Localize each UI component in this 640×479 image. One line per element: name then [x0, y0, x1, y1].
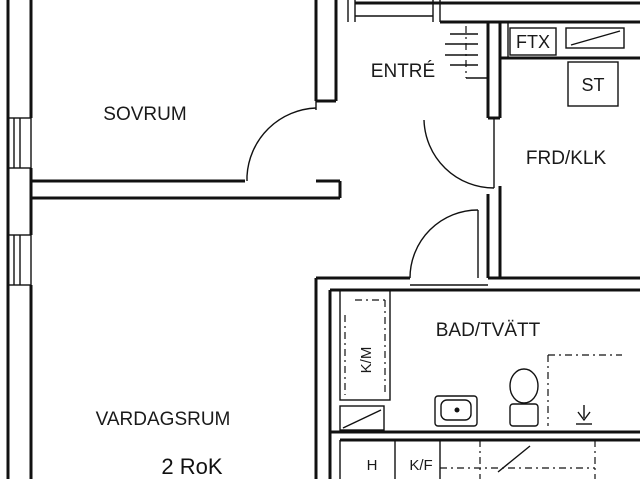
washbasin — [434, 395, 478, 427]
fixture-label-ftx: FTX — [516, 32, 550, 52]
room-label-frd-klk: FRD/KLK — [526, 148, 607, 169]
shower-area — [547, 354, 622, 426]
bathroom-walls — [314, 276, 640, 479]
room-label-vardagsrum: VARDAGSRUM — [96, 409, 231, 430]
kitchen-top-wall — [440, 1, 640, 120]
door-bathroom — [409, 209, 488, 286]
door-kitchen — [423, 118, 495, 189]
laundry-row — [339, 440, 596, 479]
toilet — [509, 368, 539, 427]
room-label-bad-tvatt: BAD/TVÄTT — [436, 320, 541, 341]
room-label-sovrum: SOVRUM — [103, 104, 186, 125]
door-sovrum — [246, 101, 317, 181]
fixture-label-st: ST — [581, 75, 604, 95]
window-vardagsrum — [7, 234, 32, 286]
window-sovrum — [7, 117, 32, 169]
kitchen-lower-wall — [486, 186, 640, 280]
entre-wardrobe — [445, 22, 490, 79]
fixture-label-kf: K/F — [409, 457, 432, 474]
fixture-label-km: K/M — [358, 347, 375, 374]
interior-wall-sovrum-entre — [314, 0, 356, 103]
fixture-label-h: H — [367, 457, 378, 474]
bathroom-km-cabinet — [339, 289, 391, 431]
interior-wall-sovrum-vardagsrum — [31, 179, 342, 200]
kitchen-counter — [500, 20, 640, 107]
room-label-entre: ENTRÉ — [371, 61, 435, 82]
apartment-type-label: 2 RoK — [161, 454, 222, 479]
entrance-door — [355, 0, 441, 22]
